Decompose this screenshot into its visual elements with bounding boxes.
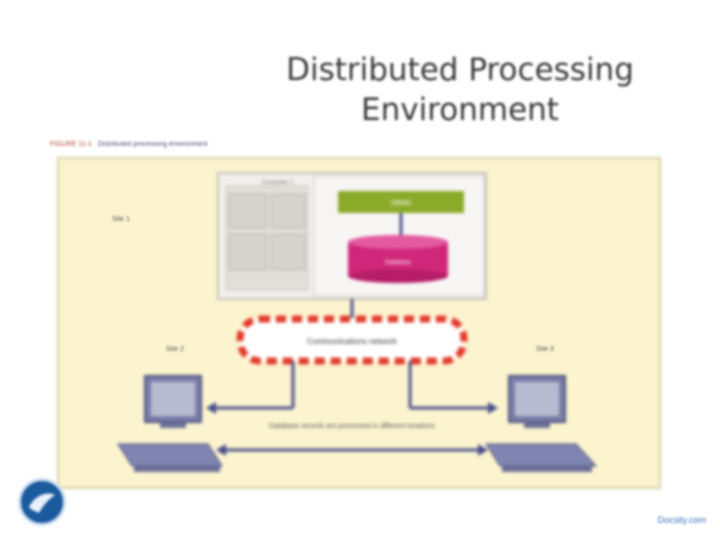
logo-mark-icon: [29, 493, 55, 513]
arrowhead-site2: [206, 402, 216, 414]
database-cylinder: Database: [348, 235, 448, 283]
site3-computer: [485, 375, 598, 472]
dbms-label: DBMS: [391, 200, 412, 207]
footer-source[interactable]: Docsity.com: [657, 515, 706, 525]
database-label: Database: [385, 260, 411, 266]
publisher-logo: [18, 478, 66, 526]
figure-caption: FIGURE 11-1 Distributed processing envir…: [50, 141, 207, 148]
arrowhead-site3: [488, 402, 498, 414]
dbms-box: DBMS: [338, 191, 464, 213]
network-label: Communications network: [307, 337, 398, 346]
site2-label: Site 2: [166, 346, 184, 353]
figure-number: FIGURE 11-1: [50, 141, 92, 148]
figure-caption-text: Distributed processing environment: [97, 141, 208, 148]
communications-network: Communications network: [236, 315, 468, 365]
arrowhead-left: [216, 444, 226, 456]
bottom-note: Database records are processed in differ…: [269, 423, 435, 430]
computer-label: Computer 1: [262, 180, 294, 186]
site1-label: Site 1: [112, 216, 130, 223]
site2-computer: [117, 375, 223, 472]
site3-label: Site 3: [536, 346, 554, 353]
slide-title: Distributed Processing Environment: [286, 52, 634, 128]
arrowhead-right: [478, 444, 488, 456]
